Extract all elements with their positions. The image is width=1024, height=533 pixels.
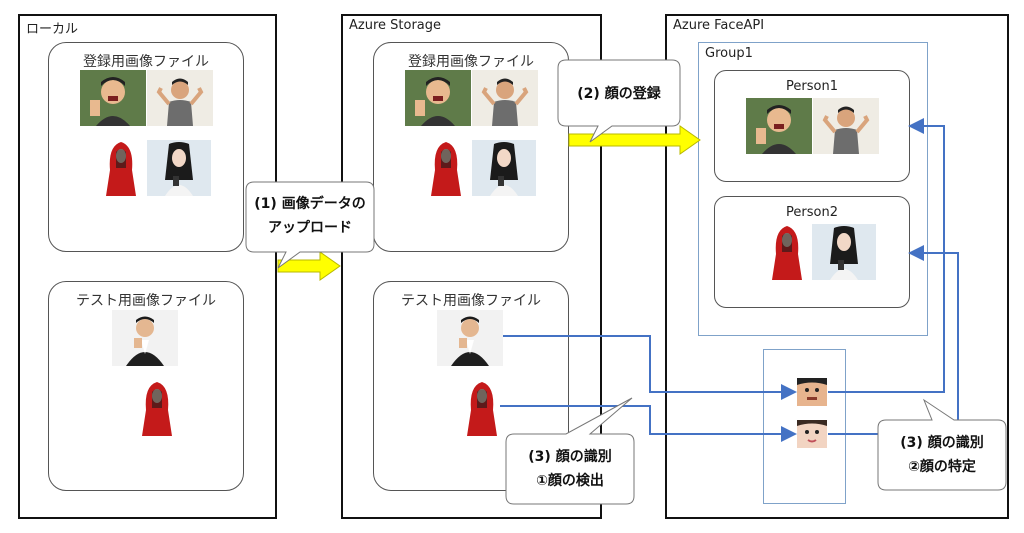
callout-upload-text: (1) 画像データの アップロード [246, 192, 374, 240]
callout-detect-bubble [505, 397, 635, 505]
callout-detect-line2: ①顔の検出 [536, 473, 604, 489]
storage-red-hood-woman-photo [429, 140, 463, 196]
upload-arrow [277, 251, 341, 281]
register-arrow [568, 125, 701, 155]
person1-man-flexing-photo [813, 98, 879, 154]
person2-red-hood-woman-photo [770, 224, 804, 280]
callout-detect-line1: (3) 顔の識別 [528, 449, 612, 465]
local-panel-title: ローカル [26, 22, 79, 37]
callout-upload-bubble [245, 181, 375, 269]
local-test-title: テスト用画像ファイル [76, 293, 216, 309]
person2-title: Person2 [786, 205, 838, 220]
connector-face2-to-person2 [828, 245, 959, 435]
connector-face1-to-person1 [828, 118, 945, 393]
storage-panel-title: Azure Storage [349, 18, 442, 33]
man-suit-thinking-photo [112, 310, 178, 366]
person2-woman-phone-photo [812, 224, 876, 280]
face-crop-woman [797, 420, 827, 448]
storage-register-title: 登録用画像ファイル [408, 54, 534, 70]
group1-title: Group1 [705, 46, 753, 61]
red-hood-woman-photo [104, 140, 138, 196]
local-register-title: 登録用画像ファイル [83, 54, 209, 70]
callout-upload-line1: (1) 画像データの [254, 196, 366, 212]
callout-register-bubble [557, 59, 681, 143]
man-flexing-photo [147, 70, 213, 126]
storage-red-hood-woman-test-photo [465, 380, 499, 436]
storage-man-grimace-photo [405, 70, 471, 126]
connector-test2-to-face2 [500, 405, 797, 442]
storage-woman-phone-photo [472, 140, 536, 196]
callout-specify-text: (3) 顔の識別 ②顔の特定 [878, 431, 1006, 479]
man-grimace-photo [80, 70, 146, 126]
woman-phone-photo [147, 140, 211, 196]
storage-test-title: テスト用画像ファイル [401, 293, 541, 309]
face-crop-man [797, 378, 827, 406]
storage-man-suit-thinking-photo [437, 310, 503, 366]
person1-man-grimace-photo [746, 98, 812, 154]
callout-specify-line1: (3) 顔の識別 [900, 435, 984, 451]
callout-specify-line2: ②顔の特定 [908, 459, 976, 475]
storage-man-flexing-photo [472, 70, 538, 126]
callout-upload-line2: アップロード [268, 220, 352, 236]
callout-detect-text: (3) 顔の識別 ①顔の検出 [506, 445, 634, 493]
callout-register-text: (2) 顔の登録 [577, 86, 661, 102]
person1-title: Person1 [786, 79, 838, 94]
red-hood-woman-test-photo [140, 380, 174, 436]
callout-specify-bubble [877, 398, 1007, 491]
faceapi-panel-title: Azure FaceAPI [673, 18, 765, 33]
connector-test1-to-face1 [500, 335, 797, 400]
